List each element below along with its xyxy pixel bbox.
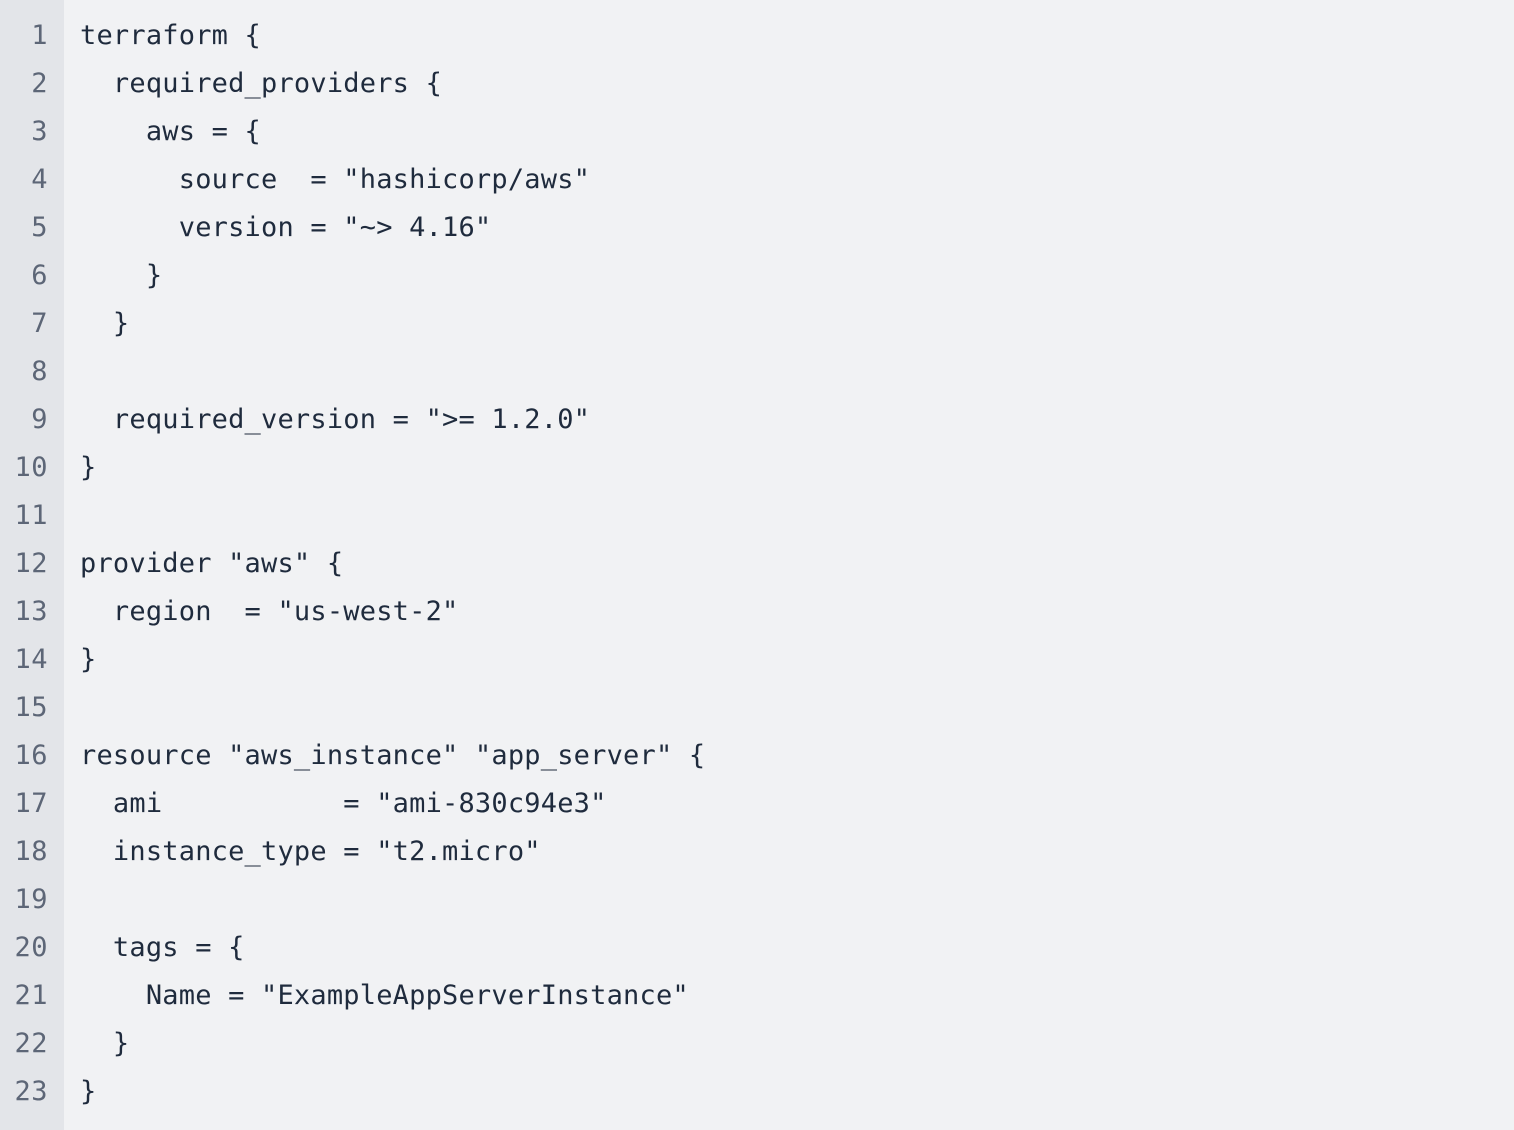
line-number: 5 [31,212,48,243]
line-number: 12 [14,548,48,579]
line-number: 9 [31,404,48,435]
line-number: 8 [31,356,48,387]
code-line: provider "aws" { [80,548,344,579]
line-number: 18 [14,836,48,867]
line-number: 4 [31,164,48,195]
code-line: resource "aws_instance" "app_server" { [80,740,706,771]
code-line [80,876,1514,924]
line-number: 19 [14,884,48,915]
code-line: instance_type = "t2.micro" [80,836,541,867]
code-line: required_providers { [80,68,443,99]
line-number: 1 [31,20,48,51]
line-number-gutter: 1 2 3 4 5 6 7 8 9 10 11 12 13 14 15 16 1… [0,0,64,1130]
code-line: } [80,452,97,483]
code-line: version = "~> 4.16" [80,212,492,243]
code-line: tags = { [80,932,245,963]
line-number: 6 [31,260,48,291]
code-line: required_version = ">= 1.2.0" [80,404,591,435]
line-number: 15 [14,692,48,723]
code-line [80,348,1514,396]
line-number: 16 [14,740,48,771]
code-line: } [80,308,130,339]
line-number: 14 [14,644,48,675]
code-line: region = "us-west-2" [80,596,459,627]
line-number: 2 [31,68,48,99]
code-line: ami = "ami-830c94e3" [80,788,607,819]
code-line [80,492,1514,540]
line-number: 23 [14,1076,48,1107]
code-line: Name = "ExampleAppServerInstance" [80,980,689,1011]
line-number: 20 [14,932,48,963]
line-number: 13 [14,596,48,627]
code-line: } [80,260,163,291]
line-number: 10 [14,452,48,483]
code-line: source = "hashicorp/aws" [80,164,591,195]
code-line [80,684,1514,732]
line-number: 21 [14,980,48,1011]
code-line: } [80,1076,97,1107]
line-number: 17 [14,788,48,819]
code-content[interactable]: terraform { required_providers { aws = {… [64,0,1514,1130]
line-number: 3 [31,116,48,147]
code-line: } [80,1028,130,1059]
line-number: 7 [31,308,48,339]
code-line: } [80,644,97,675]
code-line: aws = { [80,116,262,147]
code-line: terraform { [80,20,262,51]
line-number: 11 [14,500,48,531]
line-number: 22 [14,1028,48,1059]
